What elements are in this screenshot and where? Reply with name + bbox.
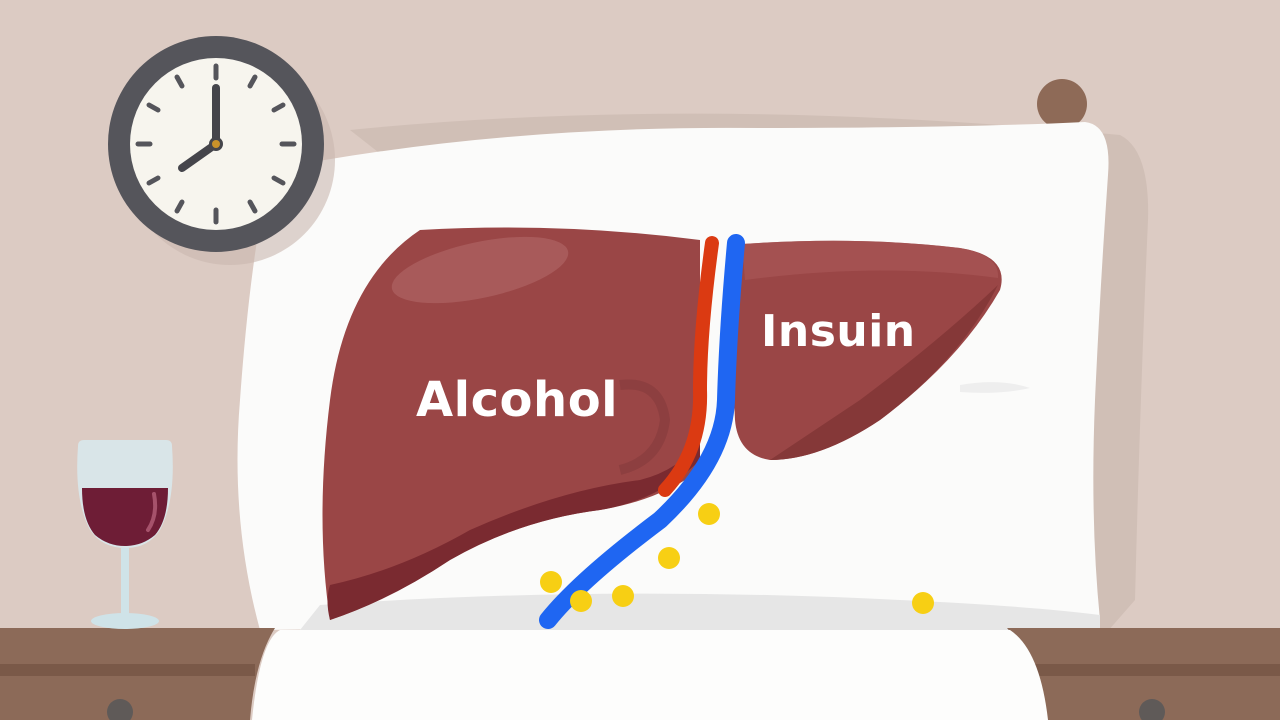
- wall-clock: [108, 36, 335, 265]
- nightstand-left: [0, 628, 275, 720]
- glucose-dot: [912, 592, 934, 614]
- glucose-dot: [570, 590, 592, 612]
- headboard-knob: [1037, 79, 1087, 129]
- liver-label-insulin: Insuin: [761, 306, 916, 357]
- artery-red-vessel: [658, 236, 719, 497]
- wine-glass: [77, 440, 173, 629]
- glucose-dot: [612, 585, 634, 607]
- glucose-dot: [540, 571, 562, 593]
- liver-left-lobe: [322, 227, 700, 621]
- clock-hour-marks: [135, 63, 297, 225]
- glucose-dot: [698, 503, 720, 525]
- red-wine: [82, 488, 168, 546]
- glucose-dot: [658, 547, 680, 569]
- bed-blanket: [252, 630, 1048, 720]
- nightstand-right: [1007, 628, 1280, 720]
- vein-blue-vessel: [539, 234, 745, 629]
- liver-right-lobe: [733, 240, 1002, 460]
- liver-label-alcohol: Alcohol: [416, 372, 619, 428]
- pillow-fold: [960, 382, 1030, 393]
- glucose-particles: [540, 503, 934, 614]
- blanket-crease: [300, 593, 1100, 630]
- clock-center-pin: [212, 140, 220, 148]
